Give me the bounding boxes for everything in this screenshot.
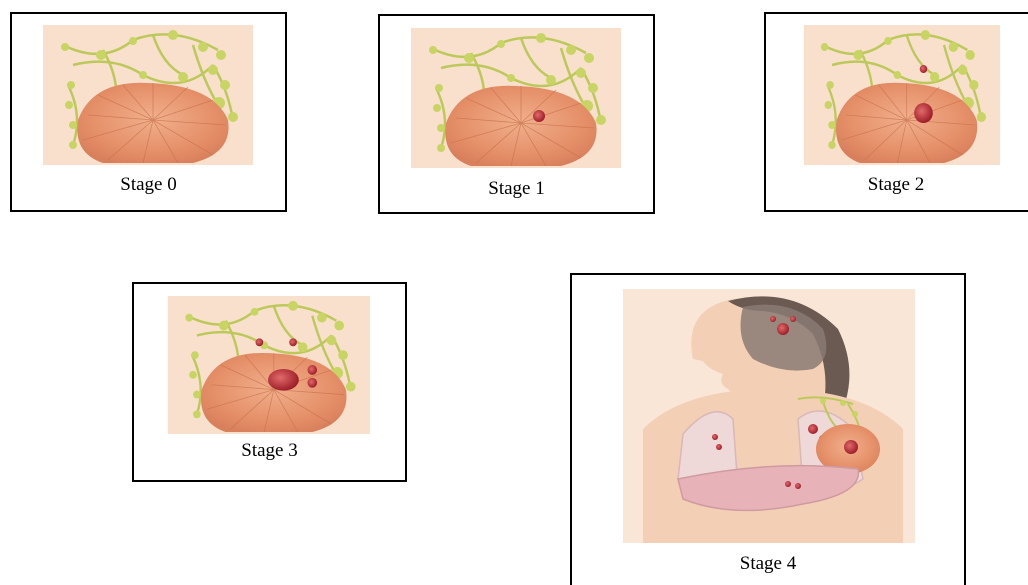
stage-4-panel: Stage 4 <box>570 273 966 585</box>
tumor-marker <box>914 103 933 123</box>
metastasis-marker <box>790 316 796 322</box>
stage-1-panel: Stage 1 <box>378 14 655 214</box>
metastasis-marker <box>777 323 789 335</box>
stage-2-caption: Stage 2 <box>766 174 1026 196</box>
stage-4-caption: Stage 4 <box>572 553 964 575</box>
metastasis-marker <box>795 483 801 489</box>
stage-4-illustration <box>623 289 915 543</box>
lymph-node-marker <box>307 378 317 388</box>
lymph-node-marker <box>307 365 317 375</box>
stage-3-caption: Stage 3 <box>134 440 405 462</box>
stage-2-illustration <box>804 25 1000 165</box>
metastasis-marker <box>712 434 718 440</box>
metastasis-marker <box>808 424 818 434</box>
stage-0-illustration <box>43 25 253 165</box>
metastasis-marker <box>770 316 776 322</box>
metastasis-marker <box>716 444 722 450</box>
metastasis-marker <box>785 481 791 487</box>
stage-0-panel: Stage 0 <box>10 12 287 212</box>
stage-1-caption: Stage 1 <box>380 178 653 200</box>
tumor-marker <box>268 369 299 391</box>
stage-1-illustration <box>411 28 621 168</box>
tumor-marker <box>533 110 545 122</box>
stage-3-illustration <box>168 296 370 434</box>
lymph-node-marker <box>289 338 297 346</box>
lymph-node-marker <box>256 338 264 346</box>
stage-2-panel: Stage 2 <box>764 12 1028 212</box>
stage-0-caption: Stage 0 <box>12 174 285 196</box>
tumor-marker <box>844 440 858 454</box>
stage-3-panel: Stage 3 <box>132 282 407 482</box>
lymph-node-marker <box>920 65 927 73</box>
